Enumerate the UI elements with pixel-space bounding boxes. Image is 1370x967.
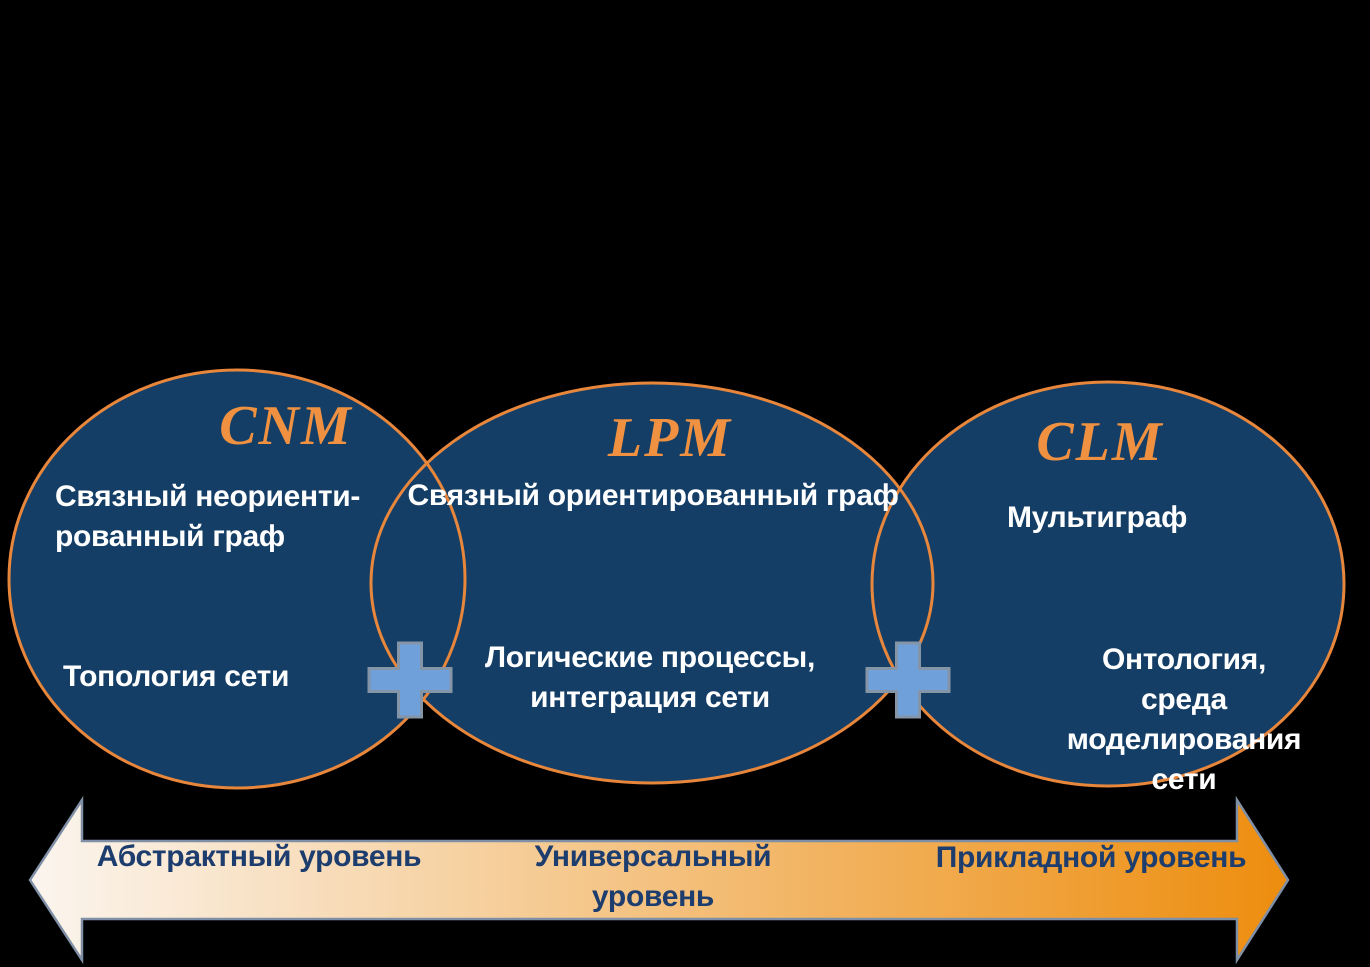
lpm-title: LPM xyxy=(607,407,733,469)
ellipse-clm xyxy=(872,382,1344,786)
cnm-title: CNM xyxy=(219,395,353,457)
lpm-description: Связный ориентированный граф xyxy=(407,479,899,512)
cnm-description: Связный неориенти- рованный граф xyxy=(55,480,361,553)
clm-title: CLM xyxy=(1036,411,1164,473)
level-axis-arrow xyxy=(28,795,1290,965)
ellipse-cnm-border xyxy=(7,368,467,790)
applied-level-label: Прикладной уровень xyxy=(935,841,1247,874)
universal-level-label: Универсальный уровень xyxy=(534,840,772,913)
clm-description: Мультиграф xyxy=(1007,501,1188,534)
ellipse-lpm-border xyxy=(369,381,935,785)
cnm-role: Топология сети xyxy=(63,660,290,693)
abstract-level-label: Абстрактный уровень xyxy=(96,840,422,873)
ellipse-cnm xyxy=(9,370,465,788)
ellipse-clm-border xyxy=(870,380,1346,788)
ellipse-lpm xyxy=(371,383,933,783)
clm-role: Онтология, среда моделирования сети xyxy=(1066,643,1302,796)
lpm-role: Логические процессы, интеграция сети xyxy=(484,641,816,714)
